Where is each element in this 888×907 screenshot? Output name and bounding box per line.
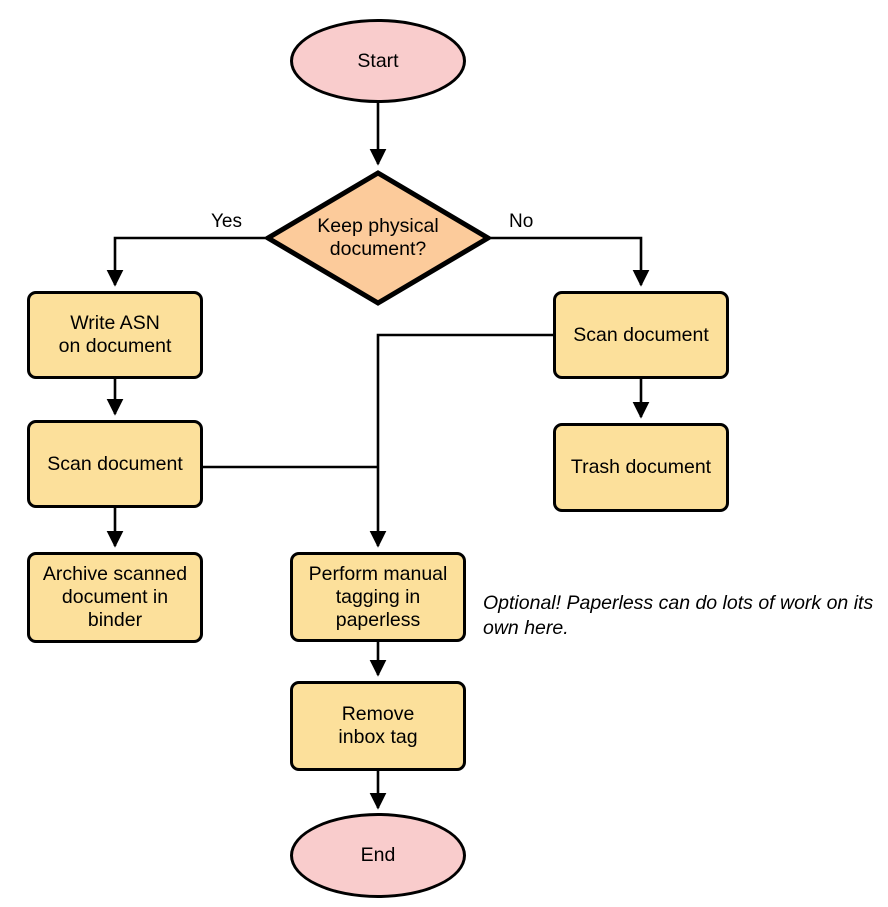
node-archive-scanned-document-label: Archive scanned document in binder: [42, 563, 188, 631]
node-start-label: Start: [357, 49, 399, 72]
node-scan-document-right-label: Scan document: [573, 323, 709, 346]
node-write-asn-on-document[interactable]: Write ASN on document: [27, 291, 203, 379]
node-trash-document[interactable]: Trash document: [553, 423, 729, 512]
node-end-label: End: [360, 844, 396, 866]
node-perform-manual-tagging-label: Perform manual tagging in paperless: [308, 562, 448, 631]
node-scan-document-left[interactable]: Scan document: [27, 420, 203, 508]
node-start[interactable]: Start: [290, 19, 466, 103]
node-perform-manual-tagging[interactable]: Perform manual tagging in paperless: [290, 552, 466, 642]
node-keep-physical-document-label: Keep physical document?: [317, 215, 439, 260]
node-scan-document-right[interactable]: Scan document: [553, 291, 729, 379]
node-trash-document-label: Trash document: [570, 456, 712, 478]
node-keep-physical-document[interactable]: Keep physical document?: [265, 170, 491, 306]
edge-label-yes: Yes: [211, 211, 242, 232]
node-remove-inbox-tag[interactable]: Remove inbox tag: [290, 681, 466, 771]
node-end[interactable]: End: [290, 813, 466, 898]
node-remove-inbox-tag-label: Remove inbox tag: [338, 703, 418, 748]
edge-decision-no-to-scan-right: [491, 236, 650, 287]
edge-scan-right-to-manual-tagging: [369, 333, 553, 548]
optional-note: Optional! Paperless can do lots of work …: [483, 592, 874, 639]
diamond-shape: [265, 170, 491, 306]
node-archive-scanned-document[interactable]: Archive scanned document in binder: [27, 552, 203, 643]
node-write-asn-on-document-label: Write ASN on document: [58, 312, 172, 357]
node-scan-document-left-label: Scan document: [47, 452, 183, 475]
edge-label-no: No: [509, 211, 534, 232]
edge-decision-yes-to-write-asn: [106, 236, 265, 287]
